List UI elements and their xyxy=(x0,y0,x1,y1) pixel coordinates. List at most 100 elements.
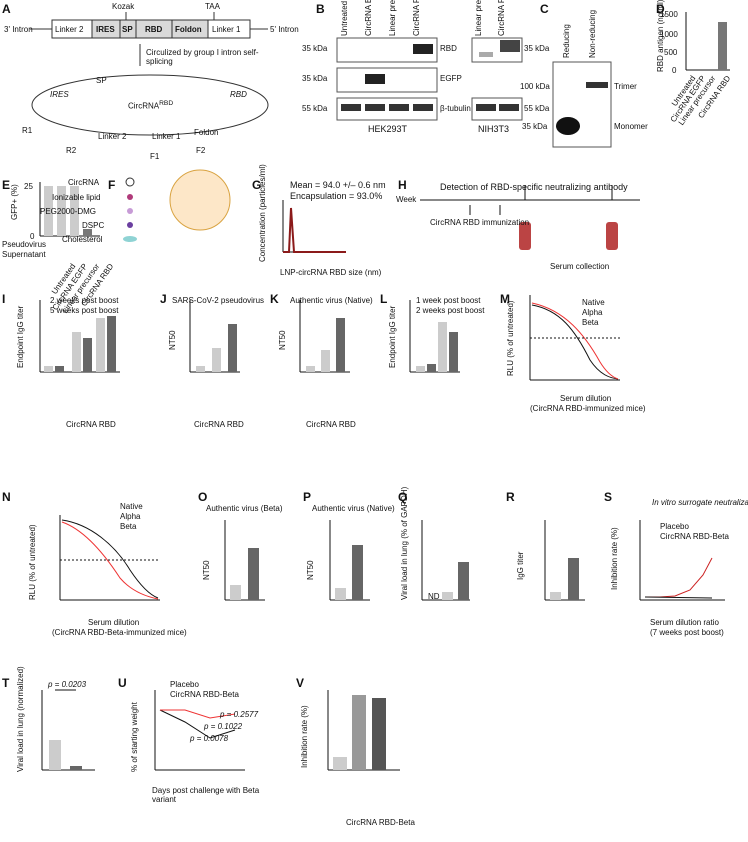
panel-label-t: T xyxy=(2,676,10,690)
b-cell-hek: HEK293T xyxy=(368,124,408,134)
k-group: CircRNA RBD xyxy=(306,420,356,429)
u-xlabel: Days post challenge with Beta variant xyxy=(152,786,260,804)
primer-f1: F1 xyxy=(150,152,160,161)
s-xlabel: Serum dilution ratio xyxy=(650,618,719,627)
n-sub: (CircRNA RBD-Beta-immunized mice) xyxy=(52,628,187,637)
h-serum: Serum collection xyxy=(550,262,610,271)
u-p-2: p = 0.1022 xyxy=(204,722,243,731)
m-xlabel: Serum dilution xyxy=(560,394,612,403)
circularization-text: Circulized by group I intron self-splici… xyxy=(146,48,259,66)
g-mean: Mean = 94.0 +/– 0.6 nm xyxy=(290,180,386,190)
l-legend-2: 2 weeks post boost xyxy=(416,306,485,315)
k-title: Authentic virus (Native) xyxy=(290,296,373,305)
intron5-label: 5' Intron xyxy=(270,25,299,34)
h-week: Week xyxy=(396,195,417,204)
n-legend-1: Native xyxy=(120,502,143,511)
h-immunization: CircRNA RBD immunization xyxy=(430,218,530,227)
ring-sp: SP xyxy=(96,76,107,85)
u-ylabel: % of starting weight xyxy=(130,702,139,772)
taa-label: TAA xyxy=(205,2,220,11)
m-ylabel: RLU (% of untreated) xyxy=(506,300,515,376)
ring-linker1: Linker 1 xyxy=(152,132,181,141)
n-legend-2: Alpha xyxy=(120,512,141,521)
s-legend-1: Placebo xyxy=(660,522,689,531)
panel-label-n: N xyxy=(2,490,11,504)
c-monomer: Monomer xyxy=(614,122,648,131)
panel-label-h: H xyxy=(398,178,407,192)
panel-label-e: E xyxy=(2,178,11,192)
foldon-label: Foldon xyxy=(175,25,202,34)
c-lane-1: Reducing xyxy=(562,24,571,58)
s-ylabel: Inhibition rate (%) xyxy=(610,527,619,590)
g-ylabel: Concentration (particles/ml) xyxy=(258,164,267,262)
panel-label-v: V xyxy=(296,676,305,690)
i-legend-2: 5 weeks post boost xyxy=(50,306,119,315)
panel-label-q: Q xyxy=(398,490,408,504)
m-legend-3: Beta xyxy=(582,318,599,327)
ring-label: CircRNARBD xyxy=(128,100,174,111)
ring-foldon: Foldon xyxy=(194,128,219,137)
primer-r1: R1 xyxy=(22,126,33,135)
f-item-circrna: CircRNA xyxy=(68,178,100,187)
m-legend-2: Alpha xyxy=(582,308,603,317)
s-sub: (7 weeks post boost) xyxy=(650,628,724,637)
i-legend-1: 2 weeks post boost xyxy=(50,296,119,305)
v-group: CircRNA RBD-Beta xyxy=(346,818,415,827)
panel-label-c: C xyxy=(540,2,549,16)
primer-f2: F2 xyxy=(196,146,206,155)
ires-label: IRES xyxy=(96,25,115,34)
f-item-chol: Cholesterol xyxy=(62,235,103,244)
b2-lane-1: Linear precursor xyxy=(474,0,483,36)
e-row-supernatant: Supernatant xyxy=(2,250,46,259)
b-lane-3: Linear precursor xyxy=(388,0,397,36)
panel-label-o: O xyxy=(198,490,208,504)
d-ytick-1000: 1000 xyxy=(660,30,678,39)
panel-label-s: S xyxy=(604,490,613,504)
s-title: In vitro surrogate neutralization xyxy=(652,498,748,507)
j-title: SARS-CoV-2 pseudovirus xyxy=(172,296,265,305)
b-mw-3: 55 kDa xyxy=(302,104,328,113)
b-lane-4: CircRNA RBD xyxy=(412,0,421,36)
sp-label: SP xyxy=(122,25,133,34)
b2-mw-1: 35 kDa xyxy=(524,44,550,53)
c-lane-2: Non-reducing xyxy=(588,9,597,58)
b2-mw-2: 55 kDa xyxy=(524,104,550,113)
panel-label-m: M xyxy=(500,292,510,306)
m-legend-1: Native xyxy=(582,298,605,307)
h-title: Detection of RBD-specific neutralizing a… xyxy=(440,182,628,192)
i-ylabel: Endpoint IgG titer xyxy=(16,305,25,368)
panel-label-f: F xyxy=(108,178,116,192)
primer-r2: R2 xyxy=(66,146,77,155)
o-ylabel: NT50 xyxy=(202,560,211,580)
b-band-egfp: EGFP xyxy=(440,74,462,83)
linker1-label: Linker 1 xyxy=(212,25,241,34)
panel-label-l: L xyxy=(380,292,388,306)
p-ylabel: NT50 xyxy=(306,560,315,580)
f-item-peg: PEG2000-DMG xyxy=(40,207,97,216)
n-legend-3: Beta xyxy=(120,522,137,531)
f-item-dspc: DSPC xyxy=(82,221,105,230)
b-cell-nih: NIH3T3 xyxy=(478,124,510,134)
b-band-tubulin: β-tubulin xyxy=(440,104,471,113)
b-lane-2: CircRNA EGFP xyxy=(364,0,373,36)
panel-label-p: P xyxy=(303,490,312,504)
g-xlabel: LNP-circRNA RBD size (nm) xyxy=(280,268,382,277)
j-group: CircRNA RBD xyxy=(194,420,244,429)
u-p-1: p = 0.0078 xyxy=(190,734,229,743)
d-ytick-500: 500 xyxy=(664,48,678,57)
q-nd: ND xyxy=(428,592,440,601)
f-item-lipid: Ionizable lipid xyxy=(52,193,101,202)
b-mw-1: 35 kDa xyxy=(302,44,328,53)
r-ylabel: IgG titer xyxy=(516,551,525,580)
t-pvalue: p = 0.0203 xyxy=(48,680,87,689)
e-ytick-0: 0 xyxy=(30,232,35,241)
panel-label-j: J xyxy=(160,292,167,306)
l-ylabel: Endpoint IgG titer xyxy=(388,305,397,368)
l-legend-1: 1 week post boost xyxy=(416,296,481,305)
panel-label-r: R xyxy=(506,490,515,504)
panel-label-a: A xyxy=(2,2,11,16)
t-ylabel: Viral load in lung (normalized) xyxy=(16,666,25,772)
rbd-label: RBD xyxy=(145,25,163,34)
